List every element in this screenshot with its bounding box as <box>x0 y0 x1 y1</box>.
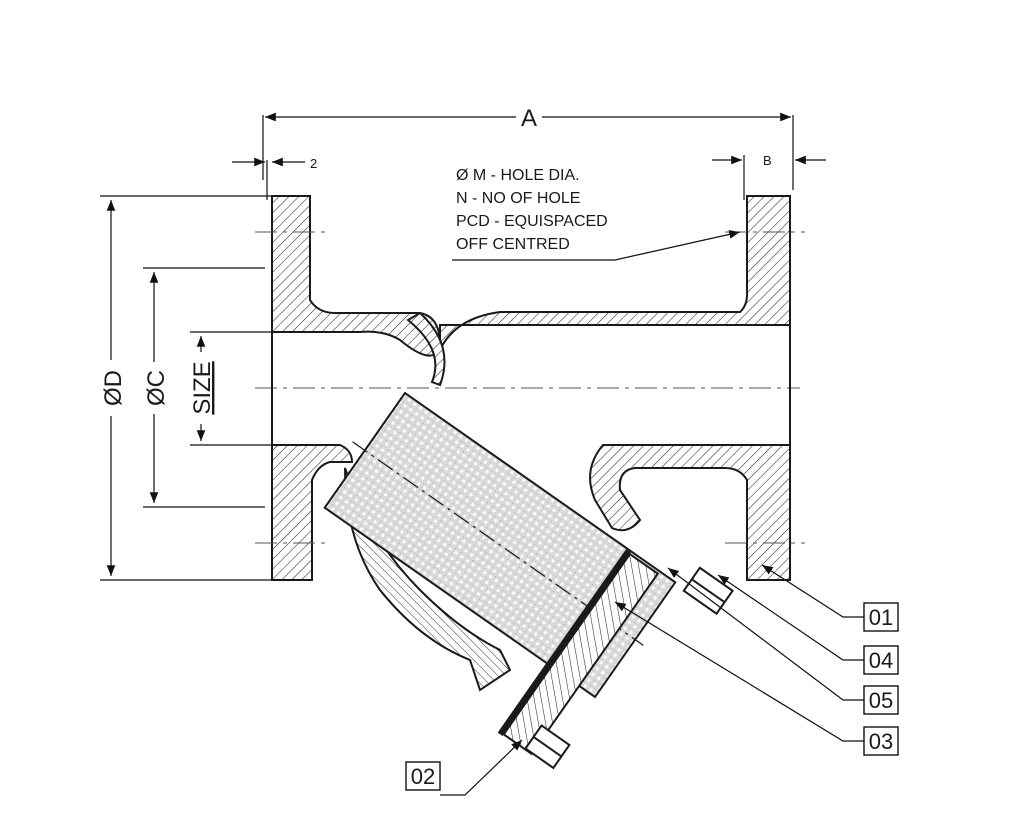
inlet-flange-bottom <box>271 444 354 581</box>
pipe-bores <box>271 325 791 445</box>
valve-body <box>271 195 791 581</box>
note-line-2: N - NO OF HOLE <box>456 190 580 207</box>
callout-leaders <box>440 564 864 796</box>
callout-02: 02 <box>405 761 441 791</box>
inlet-flange-top <box>271 195 441 357</box>
web-divider <box>406 311 446 387</box>
note-line-4: OFF CENTRED <box>456 236 570 253</box>
note-line-1: Ø M - HOLE DIA. <box>456 167 580 184</box>
dim-size-label: SIZE <box>189 361 216 414</box>
callout-04-label: 04 <box>869 648 893 673</box>
dim-c-label: ØC <box>143 370 170 406</box>
hole-note: Ø M - HOLE DIA. N - NO OF HOLE PCD - EQU… <box>452 167 741 261</box>
dim-2-label: 2 <box>310 156 317 171</box>
dim-a-label: A <box>521 105 537 132</box>
callout-02-label: 02 <box>411 764 435 789</box>
note-leader <box>452 230 741 261</box>
dim-b-label: B <box>763 153 772 168</box>
dim-d-label: ØD <box>100 370 127 406</box>
callout-05: 05 <box>863 685 899 715</box>
callout-01: 01 <box>863 602 899 632</box>
callout-03: 03 <box>863 726 899 756</box>
note-line-3: PCD - EQUISPACED <box>456 213 608 230</box>
cover-bolts <box>524 566 734 770</box>
callout-04: 04 <box>863 645 899 675</box>
callout-05-label: 05 <box>869 688 893 713</box>
callout-01-label: 01 <box>869 605 893 630</box>
callout-03-label: 03 <box>869 729 893 754</box>
